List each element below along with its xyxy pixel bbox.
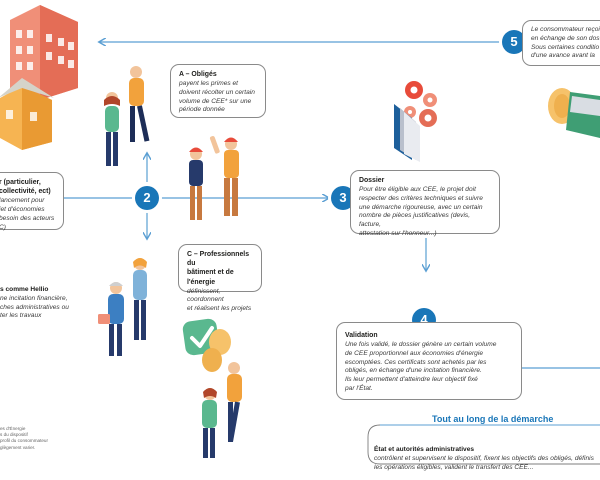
beneficiary-title: r (particulier, collectivité, ect) [0,179,51,196]
beneficiary-card: r (particulier, collectivité, ect) lance… [0,172,64,231]
consumer-illustration [540,78,600,148]
step-2-badge: 2 [135,186,159,210]
building-illustration [0,0,110,150]
dossier-card: Dossier Pour être éligible aux CEE, le p… [350,170,500,237]
dossier-title: Dossier [359,177,385,184]
obliges-body: payent les primes et doivent récolter un… [179,80,255,114]
professionals-card: C – Professionnels du bâtiment et de l'é… [178,244,262,312]
professionals-title: C – Professionnels du bâtiment et de l'é… [187,251,250,286]
hellio-title: s comme Hellio [0,286,49,293]
hellio-block: s comme Hellio ne incitation financière,… [0,286,90,321]
consumer-card: Le consommateur reçoi en échange de son … [522,20,600,66]
workers-illustration [176,132,256,232]
consumer-body: Le consommateur reçoi en échange de son … [531,26,600,60]
validation-people-illustration [180,312,260,462]
state-bracket [367,424,600,465]
obliges-title: A – Obligés [179,71,217,78]
obliges-card: A – Obligés payent les primes et doivent… [170,64,266,118]
gears-folder-illustration [390,78,460,168]
state-title: État et autorités administratives [374,446,475,453]
footnote: es d'Énergie s du dispositif profil du c… [0,426,49,450]
hellio-people-illustration [96,254,166,364]
dossier-body: Pour être éligible aux CEE, le projet do… [359,186,483,237]
hellio-body: ne incitation financière, ches administr… [0,294,69,320]
beneficiary-body: lancement pour jet d'économies besoin de… [0,197,55,231]
professionals-body: définissent, coordonnent et réalisent le… [187,287,252,313]
obliges-people-illustration [94,58,164,178]
validation-card: Validation Une fois validé, le dossier g… [336,322,522,400]
state-block: État et autorités administratives contrô… [374,446,600,472]
state-body: contrôlent et supervisent le dispositif,… [374,454,594,471]
along-the-way-title: Tout au long de la démarche [432,414,554,424]
validation-title: Validation [345,332,378,339]
validation-body: Une fois validé, le dossier génère un ce… [345,341,497,392]
